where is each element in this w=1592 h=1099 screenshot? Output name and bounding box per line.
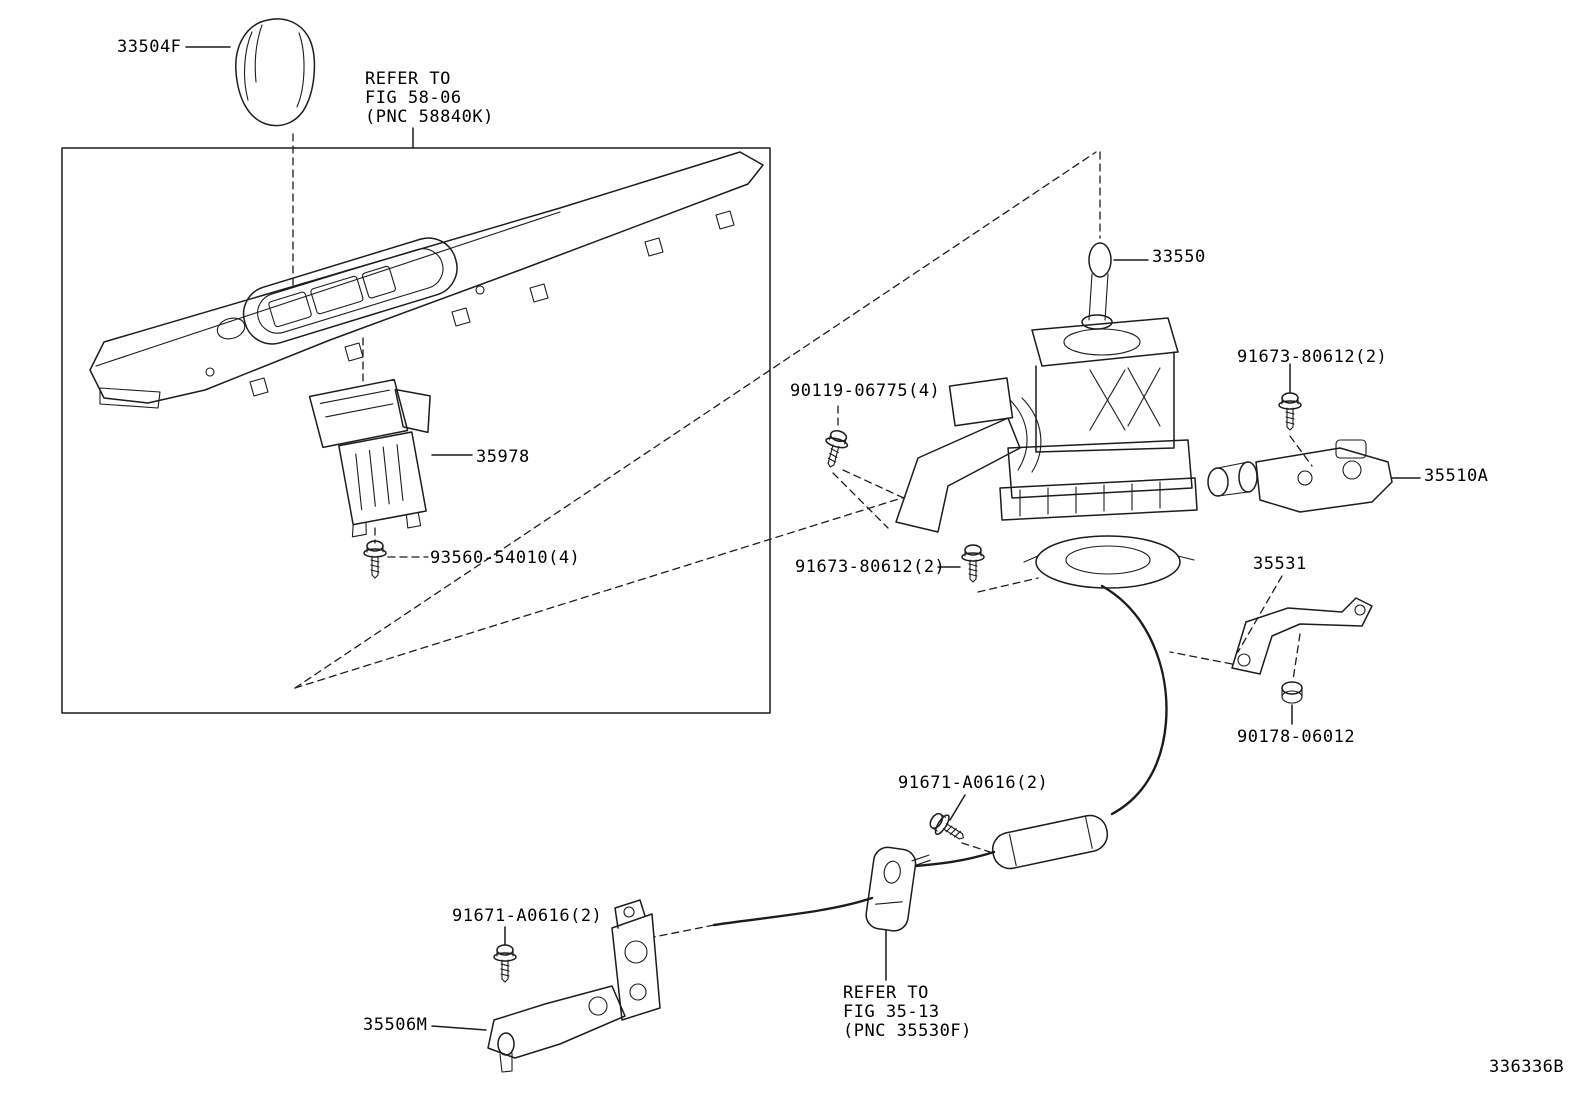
shifter-base-plate-drawing	[1023, 535, 1195, 589]
fastener-label-91673-b: 91673-80612(2)	[795, 557, 946, 577]
bracket-35531-drawing	[1231, 597, 1373, 675]
leader-lines	[185, 46, 1421, 1031]
fastener-label-91673-a: 91673-80612(2)	[1237, 347, 1388, 367]
part-label-35510A: 35510A	[1424, 466, 1489, 486]
screw-93560-drawing	[363, 540, 387, 579]
bolt-90119-drawing	[818, 427, 852, 471]
part-label-33550: 33550	[1152, 247, 1206, 267]
nut-90178-drawing	[1281, 681, 1303, 704]
part-label-33504F: 33504F	[117, 37, 182, 57]
shift-cable-drawing	[653, 584, 1168, 938]
part-label-35506M: 35506M	[363, 1015, 428, 1035]
fastener-label-90178: 90178-06012	[1237, 727, 1356, 747]
note-refer-fig58: REFER TO FIG 58-06 (PNC 58840K)	[365, 69, 494, 127]
console-panel-drawing	[89, 151, 764, 409]
shift-knob-drawing	[235, 18, 316, 127]
fastener-label-93560: 93560-54010(4)	[430, 548, 581, 568]
fastener-label-91671-b: 91671-A0616(2)	[452, 906, 603, 926]
diagram-code: 336336B	[1489, 1057, 1565, 1077]
bolt-91673-b-drawing	[961, 544, 985, 583]
detail-box-frame	[61, 147, 771, 714]
bolt-91673-a-drawing	[1278, 392, 1302, 431]
bolt-91671-b-drawing	[493, 944, 517, 983]
part-label-35978: 35978	[476, 447, 530, 467]
part-label-35531: 35531	[1253, 554, 1307, 574]
bolt-91671-a-drawing	[925, 808, 971, 848]
bracket-35506M-drawing	[487, 899, 661, 1073]
bracket-35510A-drawing	[1207, 439, 1393, 513]
note-refer-fig35: REFER TO FIG 35-13 (PNC 35530F)	[843, 983, 972, 1041]
fastener-label-91671-a: 91671-A0616(2)	[898, 773, 1049, 793]
fastener-label-90119: 90119-06775(4)	[790, 381, 941, 401]
shift-lever-assembly-drawing	[895, 242, 1198, 533]
shift-lock-unit-drawing	[308, 378, 431, 538]
